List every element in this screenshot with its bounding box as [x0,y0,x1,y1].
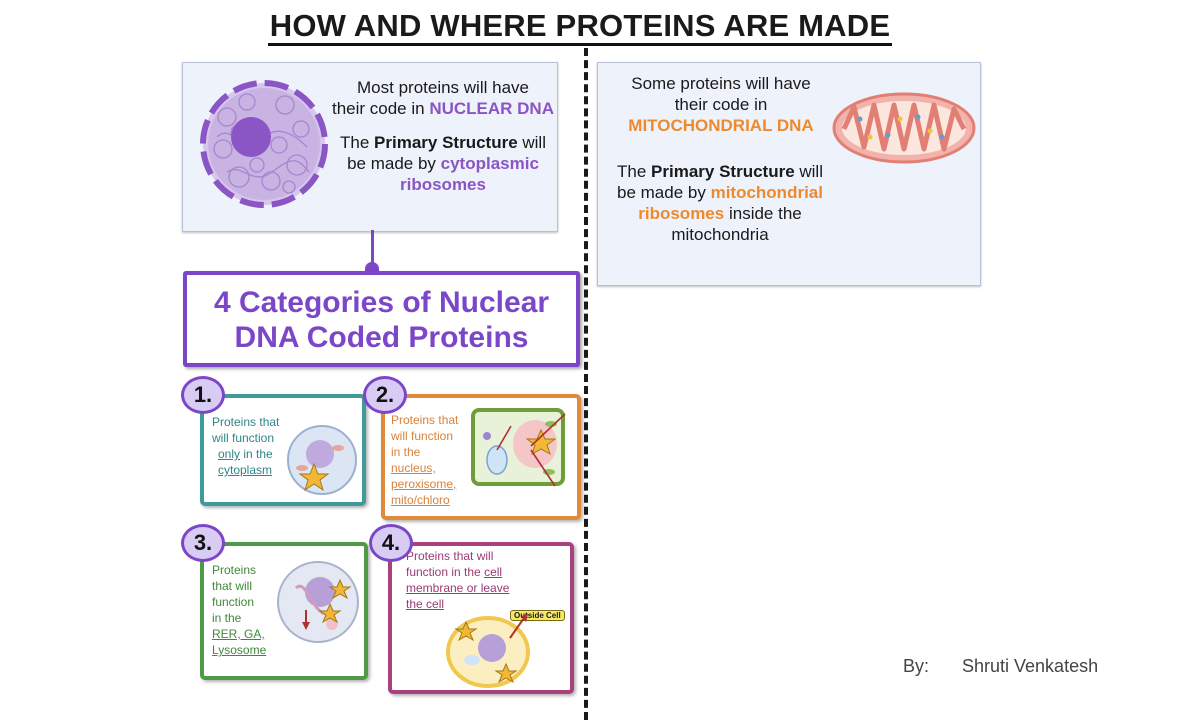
dashed-divider [584,48,588,720]
text-line: function [212,595,255,609]
text-line: Most proteins will have [357,78,529,97]
text-line: Proteins that [212,415,280,429]
ribosomes-highlight: ribosomes [400,175,486,194]
text-line: will function [212,431,275,445]
text-line: that will [212,579,253,593]
connector-dot [365,262,379,272]
text-line: The [617,162,652,181]
cytoplasm-cell-icon [287,425,357,495]
text-line: function in the [406,565,485,579]
text-line: be made by [347,154,441,173]
title-line: DNA Coded Proteins [234,321,529,354]
text-line: The [340,133,375,152]
card-3-text: Proteins that will function in the RER, … [212,562,282,658]
connector-line [371,230,374,270]
ribosomes-highlight: ribosomes [638,204,725,223]
mito-text-top: Some proteins will have their code in MI… [602,73,840,136]
text-line: will [517,133,546,152]
card-4-number: 4. [369,524,413,562]
text-line: Proteins that [391,413,459,427]
text-line: inside the [724,204,802,223]
category-card-4: Proteins that will function in the cell … [388,542,574,694]
underlined-text: nucleus, [391,461,436,475]
category-card-1: Proteins that will function only in the … [200,394,366,506]
categories-title-box: 4 Categories of Nuclear DNA Coded Protei… [183,271,580,367]
text-line: Proteins [212,563,257,577]
text-line: in the [240,447,273,461]
text-line: their code in [674,95,768,114]
nuclear-dna-highlight: NUCLEAR DNA [429,99,554,118]
category-card-3: Proteins that will function in the RER, … [200,542,368,680]
underlined-text: only [218,447,241,461]
nuclear-dna-panel: Most proteins will have their code in NU… [182,62,558,232]
author-name: Shruti Venkatesh [962,656,1099,676]
text-line: their code in [331,99,430,118]
secretory-cell-icon [446,614,530,688]
underlined-text: the cell [406,597,445,611]
mitochondrial-dna-highlight: MITOCHONDRIAL DNA [628,116,814,135]
mitochondrial-dna-panel: Some proteins will have their code in MI… [597,62,981,286]
mitochondrion-icon [832,92,976,164]
credit-label: By: [903,656,930,676]
underlined-text: mito/chloro [391,493,450,507]
primary-structure-bold: Primary Structure [651,162,795,181]
text-line: be made by [617,183,711,202]
categories-title: 4 Categories of Nuclear DNA Coded Protei… [187,275,576,355]
page-title: HOW AND WHERE PROTEINS ARE MADE [0,8,1160,46]
underlined-text: cell [484,565,503,579]
underlined-text: membrane or leave [406,581,510,595]
card-1-text: Proteins that will function only in the … [212,414,292,478]
text-line: will function [391,429,454,443]
nuclear-dna-text: Most proteins will have their code in NU… [331,77,555,195]
endomembrane-cell-icon [277,561,359,643]
card-3-number: 3. [181,524,225,562]
underlined-text: peroxisome, [391,477,457,491]
underlined-text: cytoplasm [218,463,273,477]
primary-structure-bold: Primary Structure [374,133,518,152]
text-line: Proteins that will [406,549,494,563]
outside-cell-tag: Outside Cell [510,610,565,621]
category-card-2: Proteins that will function in the nucle… [381,394,581,520]
text-line: will [794,162,823,181]
card-2-number: 2. [363,376,407,414]
title-line: 4 Categories of Nuclear [213,286,550,319]
text-line: mitochondria [671,225,769,244]
text-line: in the [212,611,242,625]
mitochondrial-highlight: mitochondrial [710,183,823,202]
underlined-text: RER, GA, [212,627,265,641]
text-line: in the [391,445,421,459]
text-line: Some proteins will have [631,74,811,93]
mito-text-bottom: The Primary Structure will be made by mi… [602,161,838,245]
plant-cell-icon [471,408,566,487]
card-2-text: Proteins that will function in the nucle… [391,412,475,508]
card-1-number: 1. [181,376,225,414]
underlined-text: Lysosome [212,643,267,657]
nucleus-icon [200,80,328,208]
card-4-text: Proteins that will function in the cell … [406,548,566,612]
cytoplasmic-highlight: cytoplasmic [440,154,539,173]
